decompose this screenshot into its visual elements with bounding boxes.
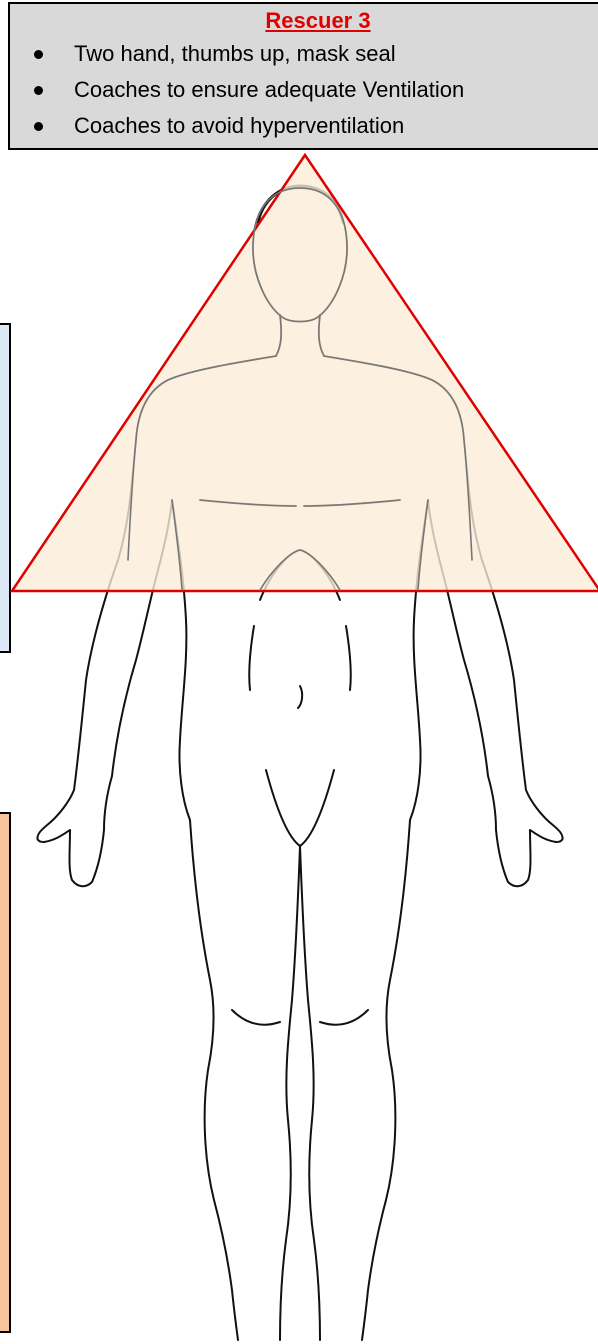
head-zone-triangle-icon xyxy=(12,155,598,591)
bullet-icon xyxy=(34,50,43,59)
list-item-text: Two hand, thumbs up, mask seal xyxy=(74,41,396,66)
rescuer-title: Rescuer 3 xyxy=(10,6,598,36)
list-item: Two hand, thumbs up, mask seal xyxy=(10,36,598,72)
list-item: Coaches to ensure adequate Ventilation xyxy=(10,72,598,108)
bullet-icon xyxy=(34,86,43,95)
rescuer-duties-list: Two hand, thumbs up, mask seal Coaches t… xyxy=(10,36,598,144)
list-item-text: Coaches to ensure adequate Ventilation xyxy=(74,77,464,102)
list-item-text: Coaches to avoid hyperventilation xyxy=(74,113,404,138)
list-item: Coaches to avoid hyperventilation xyxy=(10,108,598,144)
bullet-icon xyxy=(34,122,43,131)
rescuer-3-info-box: Rescuer 3 Two hand, thumbs up, mask seal… xyxy=(8,2,598,150)
